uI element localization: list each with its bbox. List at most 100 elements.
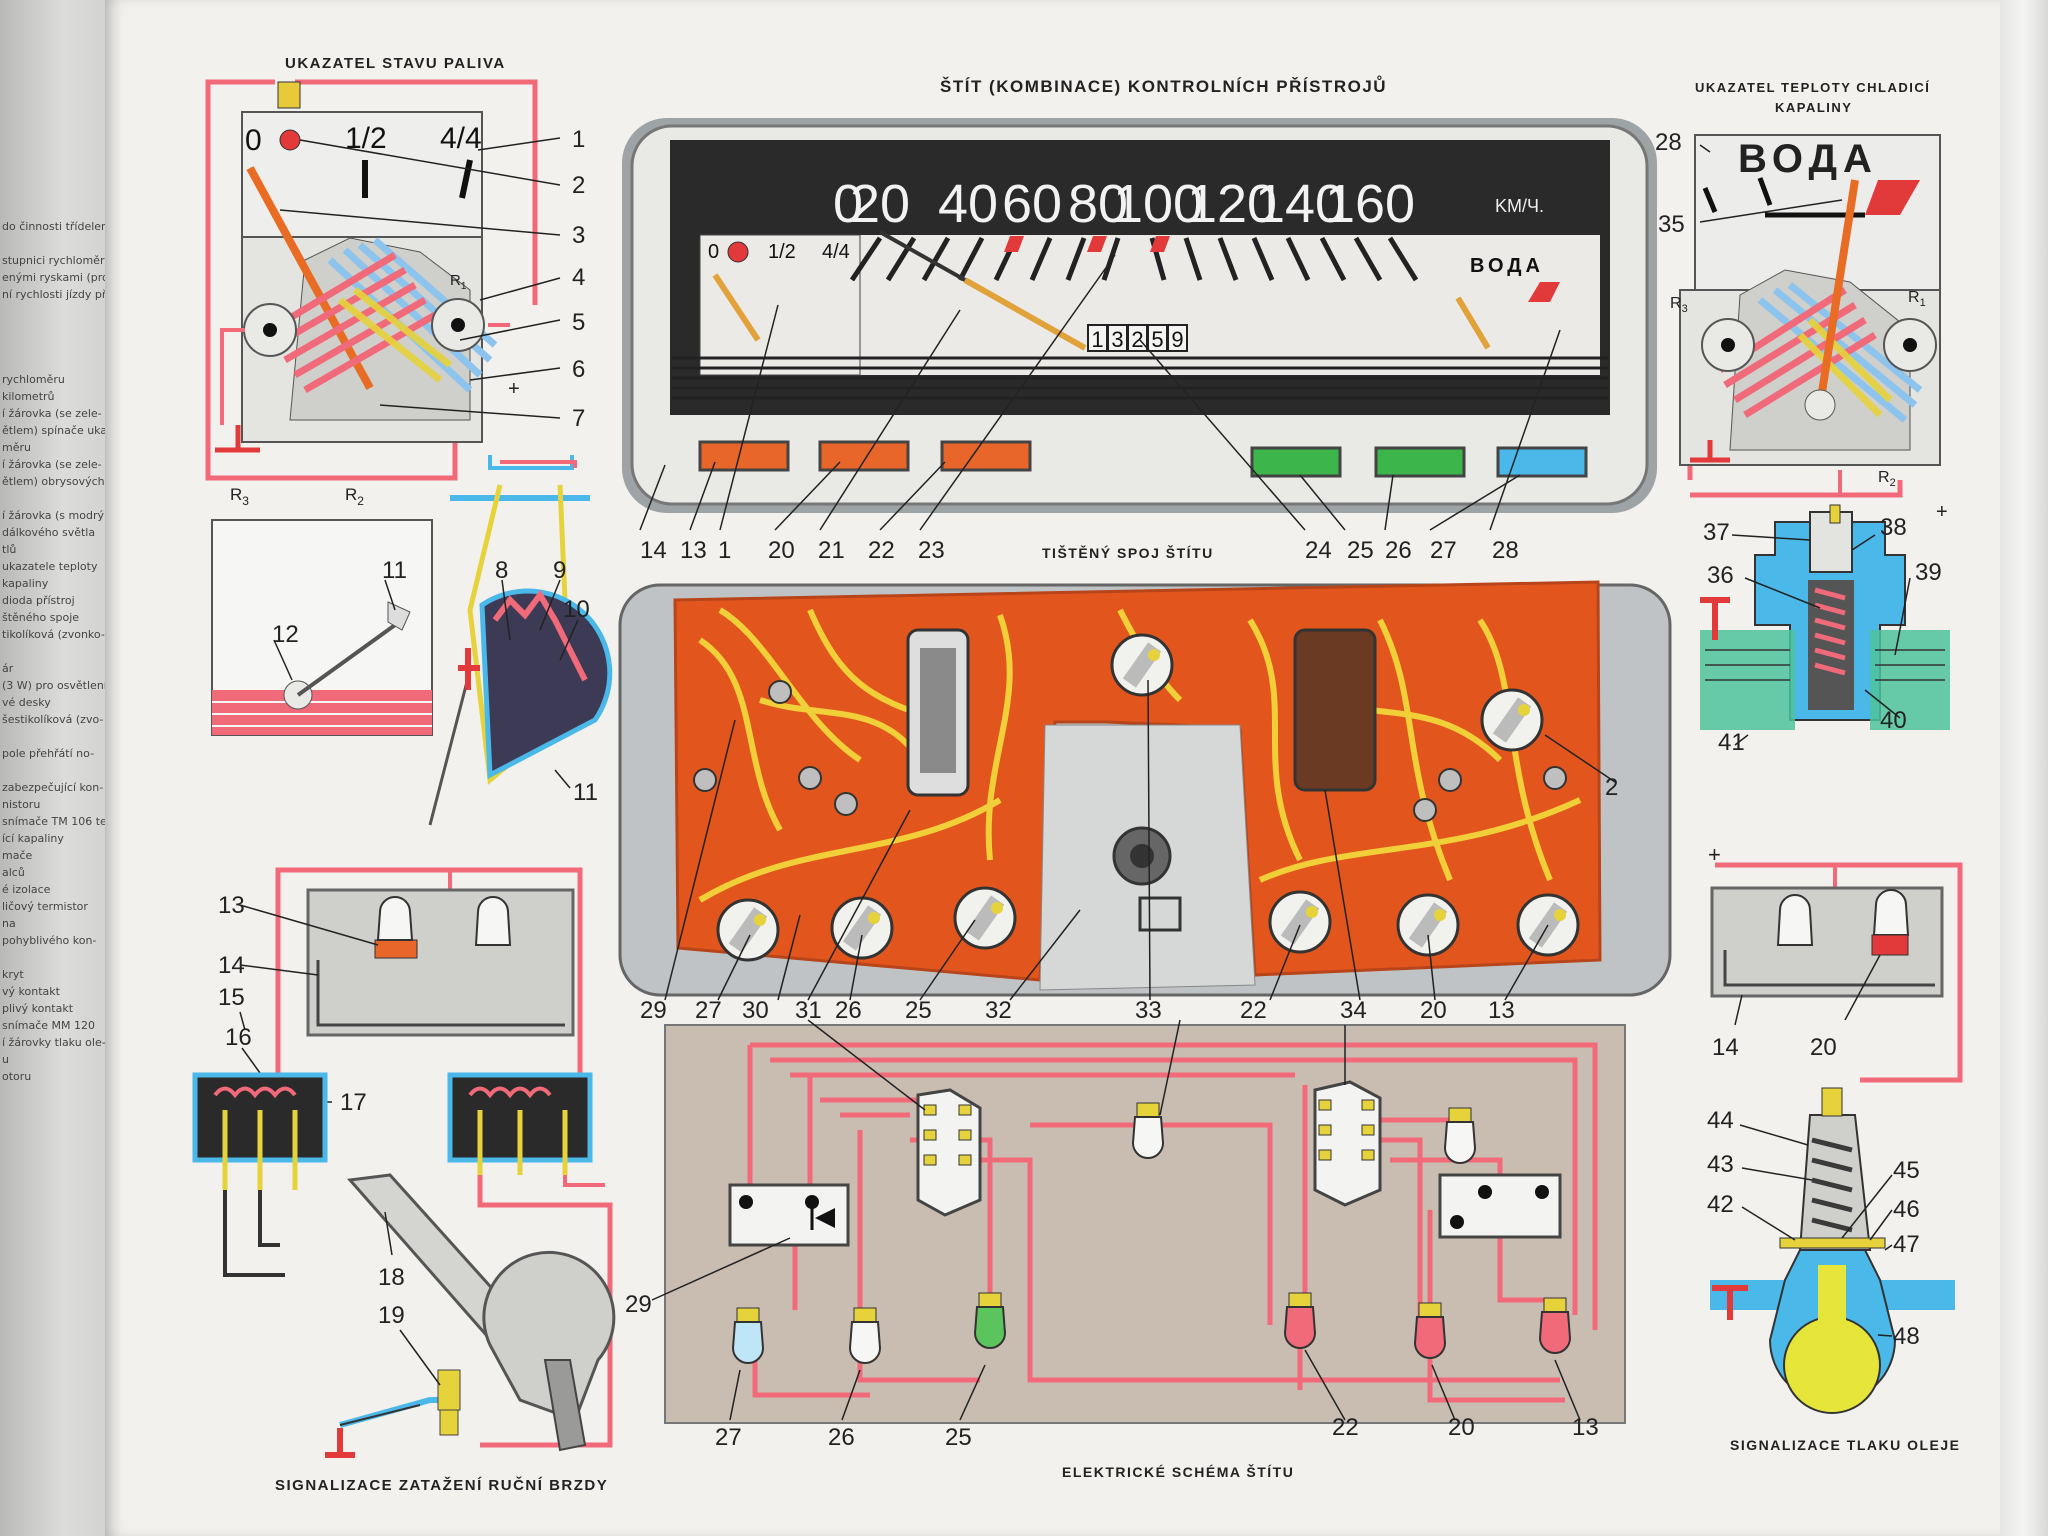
fuel-gauge-diagram: 0 1/2 4/4 R3 R2 R1 + 1 2 3 4 5 6 (205, 79, 585, 508)
oil-warning-diagram: + 14 20 (1708, 842, 1963, 1083)
fuel-scale-0: 0 (245, 124, 262, 157)
title-cluster: ŠTÍT (KOMBINACE) KONTROLNÍCH PŘÍSTROJŮ (940, 76, 1387, 96)
left-page-line: í žárovka (se zele- (2, 407, 102, 420)
title-schema: ELEKTRICKÉ SCHÉMA ŠTÍTU (1062, 1463, 1294, 1480)
callout-warn-15: 15 (218, 984, 245, 1011)
speedo-scale-0: 0 (833, 174, 863, 234)
callout-sender-8: 8 (495, 557, 508, 584)
callout-cluster-1: 1 (718, 537, 731, 564)
callout-pcb-26: 26 (835, 997, 862, 1024)
fuel-r2: R2 (345, 485, 364, 508)
odometer-digit: 3 (1111, 327, 1123, 352)
left-page-line: zabezpečující kon- (2, 781, 104, 794)
left-page-line: stupnici rychloměru (2, 254, 112, 267)
callout-pcb-20: 20 (1420, 997, 1447, 1024)
left-page-line: dioda přístroj (2, 594, 75, 607)
callout-sender-11b: 11 (382, 557, 407, 584)
speedo-scale-20: 20 (850, 174, 910, 234)
callout-schema-13: 13 (1572, 1414, 1599, 1441)
odometer-digit: 5 (1151, 327, 1163, 352)
odometer-digit: 9 (1171, 327, 1183, 352)
speedo-unit: KM/Ч. (1495, 196, 1544, 216)
title-fuel: UKAZATEL STAVU PALIVA (285, 55, 506, 72)
left-page-line: dálkového světla (2, 526, 96, 539)
callout-coolant-36: 36 (1707, 562, 1734, 589)
callout-pcb-2: 2 (1605, 774, 1618, 801)
callout-pcb-34: 34 (1340, 997, 1367, 1024)
left-page-line: ětlem) spínače uka- (2, 424, 112, 437)
speedo-scale-100: 100 (1113, 174, 1203, 234)
callout-coolant-38: 38 (1880, 514, 1907, 541)
left-page-line: rychloměru (2, 373, 65, 386)
left-page-line: ukazatele teploty (2, 560, 98, 573)
coolant-r1: R1 (1908, 289, 1926, 309)
left-page-line: alců (2, 866, 25, 879)
callout-fuel-6: 6 (572, 356, 585, 383)
callout-sender-11: 11 (573, 779, 598, 806)
callout-sender-10: 10 (563, 596, 590, 623)
title-brake: SIGNALIZACE ZATAŽENÍ RUČNÍ BRZDY (275, 1476, 608, 1494)
speedo-scale-120: 120 (1187, 174, 1277, 234)
callout-sender-12: 12 (272, 621, 299, 648)
callout-pcb-29: 29 (640, 997, 667, 1024)
left-page-line: pole přehřátí no- (2, 747, 95, 760)
left-page-line: ětlem) obrysových (2, 475, 105, 488)
callout-schema-26: 26 (828, 1424, 855, 1451)
title-pcb: TIŠTĚNÝ SPOJ ŠTÍTU (1042, 544, 1214, 561)
coolant-plus: + (1936, 501, 1948, 523)
fuel-scale-full: 4/4 (440, 122, 482, 155)
left-page-line: í žárovka (s modrým (2, 509, 115, 522)
odometer-digit: 1 (1091, 327, 1103, 352)
left-page-line: kryt (2, 968, 24, 981)
callout-cluster-28: 28 (1492, 537, 1519, 564)
callout-oilwarn-14: 14 (1712, 1034, 1739, 1061)
speedo-scale-80: 80 (1068, 174, 1128, 234)
left-page-line: u (2, 1053, 9, 1066)
callout-pcb-13: 13 (1488, 997, 1515, 1024)
callout-fuel-4: 4 (572, 264, 585, 291)
left-page-line: ící kapaliny (2, 832, 64, 845)
left-page-line: tlů (2, 543, 17, 556)
callout-oil-47: 47 (1893, 1231, 1920, 1258)
callout-cluster-24: 24 (1305, 537, 1332, 564)
callout-brake-18: 18 (378, 1264, 405, 1291)
callout-sender-9: 9 (553, 557, 566, 584)
left-page-line: mače (2, 849, 33, 862)
speedo-scale-40: 40 (938, 174, 998, 234)
callout-oil-42: 42 (1707, 1191, 1734, 1218)
fuel-plus: + (508, 378, 520, 400)
callout-coolant-28: 28 (1655, 129, 1682, 156)
callout-warn-14: 14 (218, 952, 245, 979)
fuel-r3: R3 (230, 485, 249, 508)
coolant-label: ВОДА (1738, 137, 1878, 181)
left-page-line: do činnosti třídelen (2, 220, 109, 233)
callout-oil-46: 46 (1893, 1196, 1920, 1223)
callout-pcb-31: 31 (795, 997, 822, 1024)
callout-oilwarn-20: 20 (1810, 1034, 1837, 1061)
callout-fuel-3: 3 (572, 222, 585, 249)
callout-pcb-27: 27 (695, 997, 722, 1024)
left-page-line: (3 W) pro osvětlení (2, 679, 107, 692)
odometer-digit: 2 (1131, 327, 1143, 352)
callout-pcb-22: 22 (1240, 997, 1267, 1024)
left-page-line: í žárovka (se zele- (2, 458, 102, 471)
title-coolant: UKAZATEL TEPLOTY CHLADICÍ (1695, 80, 1930, 95)
left-page-line: snímače MM 120 (2, 1019, 96, 1032)
left-page-line: vé desky (2, 696, 51, 709)
left-page-line: vý kontakt (2, 985, 60, 998)
callout-schema-22: 22 (1332, 1414, 1359, 1441)
callout-oil-45: 45 (1893, 1157, 1920, 1184)
left-page-line: šestikolíková (zvo- (2, 713, 104, 726)
callout-coolant-39: 39 (1915, 559, 1942, 586)
oil-pressure-sender-diagram: 44 43 45 42 46 47 48 (1707, 1087, 1955, 1414)
callout-fuel-2: 2 (572, 172, 585, 199)
callout-pcb-30: 30 (742, 997, 769, 1024)
left-page-line: měru (2, 441, 31, 454)
left-page-line: plivý kontakt (2, 1002, 74, 1015)
left-page-line: tikolíková (zvonko- (2, 628, 105, 641)
callout-fuel-1: 1 (572, 126, 585, 153)
